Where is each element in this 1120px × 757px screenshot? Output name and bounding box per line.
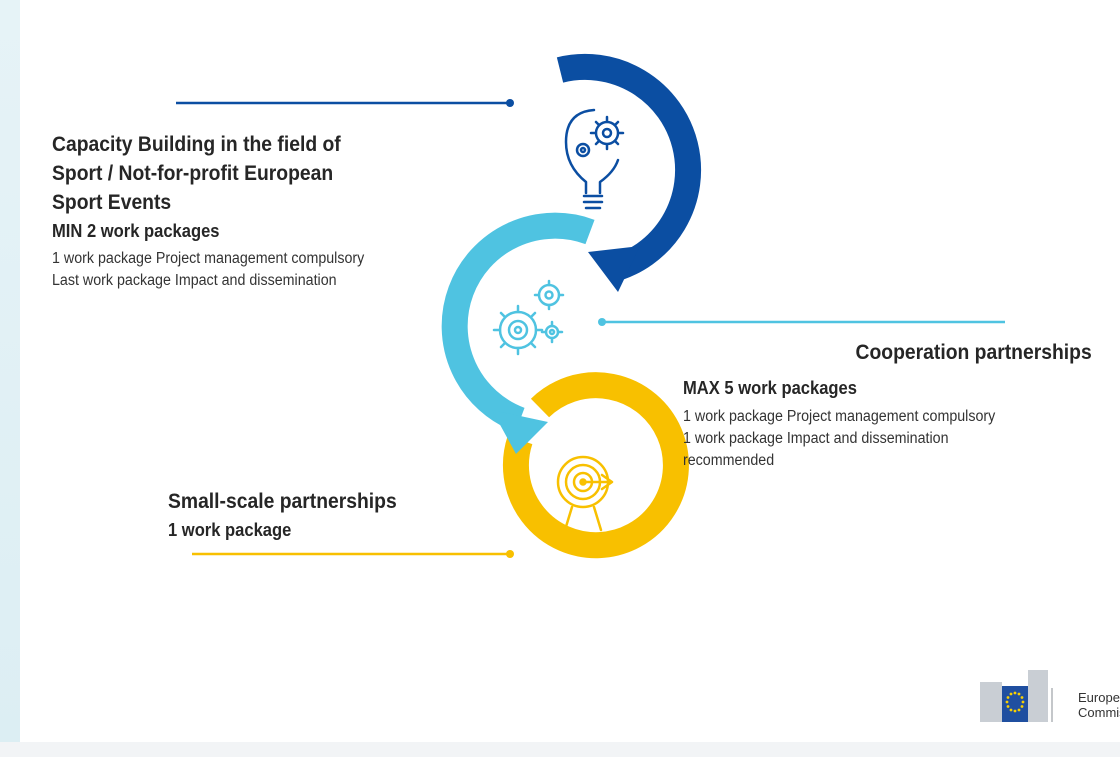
- logo-building-right: [1028, 670, 1048, 722]
- cooperation-connector-dot: [598, 318, 606, 326]
- capacity-building-block: Capacity Building in the field of Sport …: [52, 130, 391, 292]
- cooperation-line-3: recommended: [683, 452, 775, 469]
- left-strip: [0, 0, 20, 757]
- logo-line-1: European: [1078, 690, 1120, 705]
- cooperation-subtitle: MAX 5 work packages: [683, 378, 857, 398]
- capacity-line-1: 1 work package Project management compul…: [52, 250, 365, 267]
- logo-text: European Commission: [1078, 690, 1120, 720]
- capacity-title-line-3: Sport Events: [52, 191, 172, 214]
- european-commission-logo: [980, 670, 1053, 722]
- gears-icon: [492, 279, 565, 356]
- lightbulb-gear-icon: [564, 108, 625, 210]
- target-arrow-icon: [556, 455, 614, 532]
- yellow-ring: [503, 372, 689, 559]
- small-connector-dot: [506, 550, 514, 558]
- logo-line-2: Commission: [1078, 705, 1120, 720]
- light-blue-ring: [441, 212, 595, 454]
- capacity-connector-dot: [506, 99, 514, 107]
- eu-flag: [1002, 686, 1028, 722]
- eu-stars: [1005, 691, 1025, 713]
- capacity-subtitle: MIN 2 work packages: [52, 221, 220, 241]
- capacity-title-line-2: Sport / Not-for-profit European: [52, 162, 334, 185]
- capacity-title-line-1: Capacity Building in the field of: [52, 133, 341, 156]
- cooperation-block: MAX 5 work packages 1 work package Proje…: [683, 376, 1022, 472]
- small-scale-subtitle: 1 work package: [168, 520, 292, 540]
- capacity-line-2: Last work package Impact and disseminati…: [52, 272, 337, 289]
- cooperation-line-1: 1 work package Project management compul…: [683, 408, 996, 425]
- dark-blue-ring: [556, 53, 702, 292]
- small-scale-block: Small-scale partnerships 1 work package: [168, 487, 417, 542]
- cooperation-line-2: 1 work package Impact and dissemination: [683, 430, 949, 447]
- cooperation-title-wrap: Cooperation partnerships: [835, 338, 1092, 367]
- logo-building-left: [980, 682, 1002, 722]
- small-scale-title: Small-scale partnerships: [168, 490, 397, 513]
- bottom-strip: [0, 742, 1120, 757]
- cooperation-title: Cooperation partnerships: [855, 341, 1092, 364]
